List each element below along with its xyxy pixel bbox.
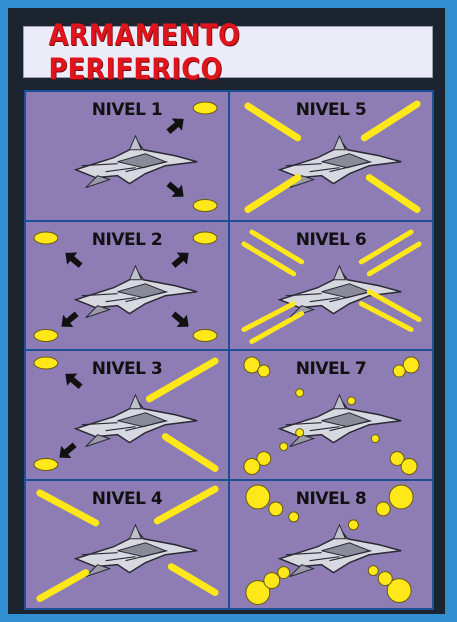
level-label: NIVEL 5 [230, 100, 432, 120]
level-2-panel: NIVEL 2 [26, 222, 228, 350]
starfighter-icon [280, 395, 401, 447]
level-label: NIVEL 1 [26, 100, 228, 120]
arrow-icon [56, 307, 81, 332]
arrow-icon [60, 246, 85, 271]
level-4-panel: NIVEL 4 [26, 481, 228, 609]
arrow-icon [168, 307, 193, 332]
level-1-panel: NIVEL 1 [26, 92, 228, 220]
title-banner: ARMAMENTO PERIFERICO [23, 26, 433, 78]
level-6-panel: NIVEL 6 [230, 222, 432, 350]
level-7-panel: NIVEL 7 [230, 351, 432, 479]
starfighter-icon [280, 524, 401, 576]
levels-grid: NIVEL 1 NIVEL 5 NIVEL 2 [24, 90, 434, 610]
arrow-icon [54, 439, 79, 464]
starfighter-icon [280, 265, 401, 317]
starfighter-icon [76, 265, 197, 317]
level-label: NIVEL 8 [230, 489, 432, 509]
arrow-icon [163, 178, 188, 203]
page-title: ARMAMENTO PERIFERICO [48, 18, 407, 86]
level-8-panel: NIVEL 8 [230, 481, 432, 609]
starfighter-icon [76, 136, 197, 188]
pod [193, 200, 217, 212]
arrow-icon [168, 246, 193, 271]
level-label: NIVEL 6 [230, 230, 432, 250]
beam [369, 178, 417, 210]
level-label: NIVEL 7 [230, 359, 432, 379]
level-5-panel: NIVEL 5 [230, 92, 432, 220]
level-label: NIVEL 4 [26, 489, 228, 509]
level-label: NIVEL 2 [26, 230, 228, 250]
level-3-panel: NIVEL 3 [26, 351, 228, 479]
starfighter-icon [76, 395, 197, 447]
beam [248, 178, 298, 210]
level-label: NIVEL 3 [26, 359, 228, 379]
